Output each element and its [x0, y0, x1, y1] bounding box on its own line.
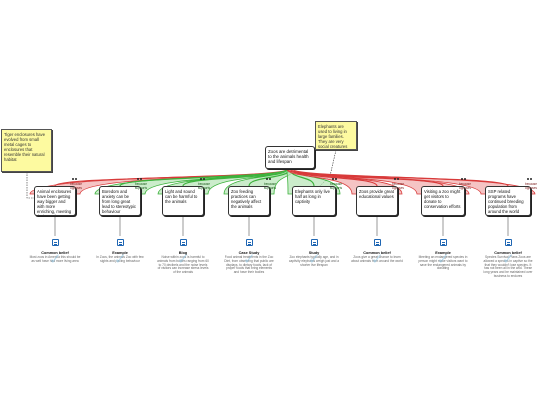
claim-box-4[interactable]: Zoo feeding practices can negatively aff…: [228, 186, 270, 216]
claim-box-6[interactable]: Zoos provide great educational values: [356, 186, 398, 216]
source-document-icon: [373, 239, 381, 246]
note-tiger-connector: [26, 172, 34, 199]
rating-dot: [137, 178, 139, 180]
check-mark-icon: ✓: [437, 250, 450, 268]
source-document-icon: [51, 239, 59, 246]
source-document-icon: [245, 239, 253, 246]
check-mark-icon: ✓: [49, 250, 62, 268]
claim-box-7[interactable]: Visiting a zoo might get visitors to don…: [421, 186, 465, 216]
rating-dot: [530, 178, 532, 180]
stance-tag: because opposes: [69, 182, 83, 190]
claim-box-3[interactable]: Light and sound can be harmful to the an…: [162, 186, 204, 216]
rating-dot: [464, 178, 466, 180]
claim-text: Boredom and anxiety can be from long gre…: [102, 189, 136, 214]
check-mark-icon: ✓: [177, 250, 190, 268]
rating-dot: [200, 178, 202, 180]
source-document-icon: [504, 239, 512, 246]
source-document-icon: [439, 239, 447, 246]
claim-box-2[interactable]: Boredom and anxiety can be from long gre…: [99, 186, 141, 216]
rating-dot: [394, 178, 396, 180]
rating-dot: [527, 178, 529, 180]
stance-tag: because supports: [263, 182, 277, 190]
source-label: Study: [308, 251, 320, 255]
claim-box-8[interactable]: SSP related programs have continued bree…: [485, 186, 531, 216]
source-text: Zoo elephants typically age, and in capt…: [288, 255, 340, 267]
claim-text: Visiting a zoo might get visitors to don…: [424, 189, 461, 209]
source-label: Common belief: [363, 251, 391, 255]
source-document-icon: [310, 239, 318, 246]
source-text: In Zoos, the animals Zoo with few sights…: [96, 255, 144, 263]
check-mark-icon: ✓: [243, 250, 256, 268]
source-text: Species Survival Plans Zoos are allowed …: [483, 255, 533, 278]
claim-link-line-8: [289, 168, 509, 187]
rating-dot: [140, 178, 142, 180]
note-tiger-text: Tiger enclosures have evolved from small…: [4, 132, 46, 162]
check-mark-icon: ✓: [502, 250, 515, 268]
note-elephants-text: Elephants are used to living in large fa…: [318, 124, 348, 149]
source-document-icon: [116, 239, 124, 246]
rating-dot: [332, 178, 334, 180]
claim-text: Zoo feeding practices can negatively aff…: [231, 189, 262, 209]
source-label: Common belief: [41, 251, 69, 255]
root-claim-text: Zoos are detrimental to the animals heal…: [268, 149, 309, 164]
source-text: Zoos give a great chance to learn about …: [351, 255, 403, 263]
rating-dot: [72, 178, 74, 180]
source-label: Example: [435, 251, 451, 255]
source-label: Common belief: [494, 251, 522, 255]
stance-tag: because supports: [134, 182, 148, 190]
root-claim-box[interactable]: Zoos are detrimental to the animals heal…: [265, 146, 315, 169]
stance-tag: because opposes: [458, 182, 472, 190]
source-text: Most zoos in America this should be as w…: [29, 255, 81, 263]
note-elephants-connector: [315, 149, 337, 191]
claim-text: Light and sound can be harmful to the an…: [165, 189, 198, 204]
rating-dot: [266, 178, 268, 180]
source-text: Food animal treatments in the Zoo Diet, …: [224, 255, 274, 275]
claim-text: SSP related programs have continued bree…: [488, 189, 524, 214]
source-label: Blog: [178, 251, 188, 255]
rating-dot: [335, 178, 337, 180]
rating-dot: [269, 178, 271, 180]
note-elephants[interactable]: Elephants are used to living in large fa…: [315, 121, 357, 150]
claim-text: Zoos provide great educational values: [359, 189, 394, 199]
claim-text: Animal enclosures have been getting way …: [37, 189, 72, 215]
claim-box-5[interactable]: Elephants only live half as long in capt…: [292, 186, 336, 216]
note-tiger[interactable]: Tiger enclosures have evolved from small…: [1, 129, 52, 172]
claim-box-1[interactable]: Animal enclosures have been getting way …: [34, 186, 76, 216]
rating-dot: [397, 178, 399, 180]
check-mark-icon: ✓: [308, 250, 321, 268]
rating-dot: [461, 178, 463, 180]
source-text: Meeting an endangered species in person …: [418, 255, 468, 271]
stance-tag: because opposes: [391, 182, 405, 190]
rating-dot: [75, 178, 77, 180]
source-label: Case Study: [238, 251, 260, 255]
stance-tag: because opposes: [524, 182, 538, 190]
check-mark-icon: ✓: [371, 250, 384, 268]
check-mark-icon: ✓: [114, 250, 127, 268]
source-label: Example: [112, 251, 128, 255]
stance-tag: because supports: [329, 182, 343, 190]
rating-dot: [203, 178, 205, 180]
stance-tag: because supports: [197, 182, 211, 190]
claim-text: Elephants only live half as long in capt…: [295, 189, 330, 204]
source-text: Noise within zoos is harmful to animals …: [157, 255, 209, 275]
source-document-icon: [179, 239, 187, 246]
